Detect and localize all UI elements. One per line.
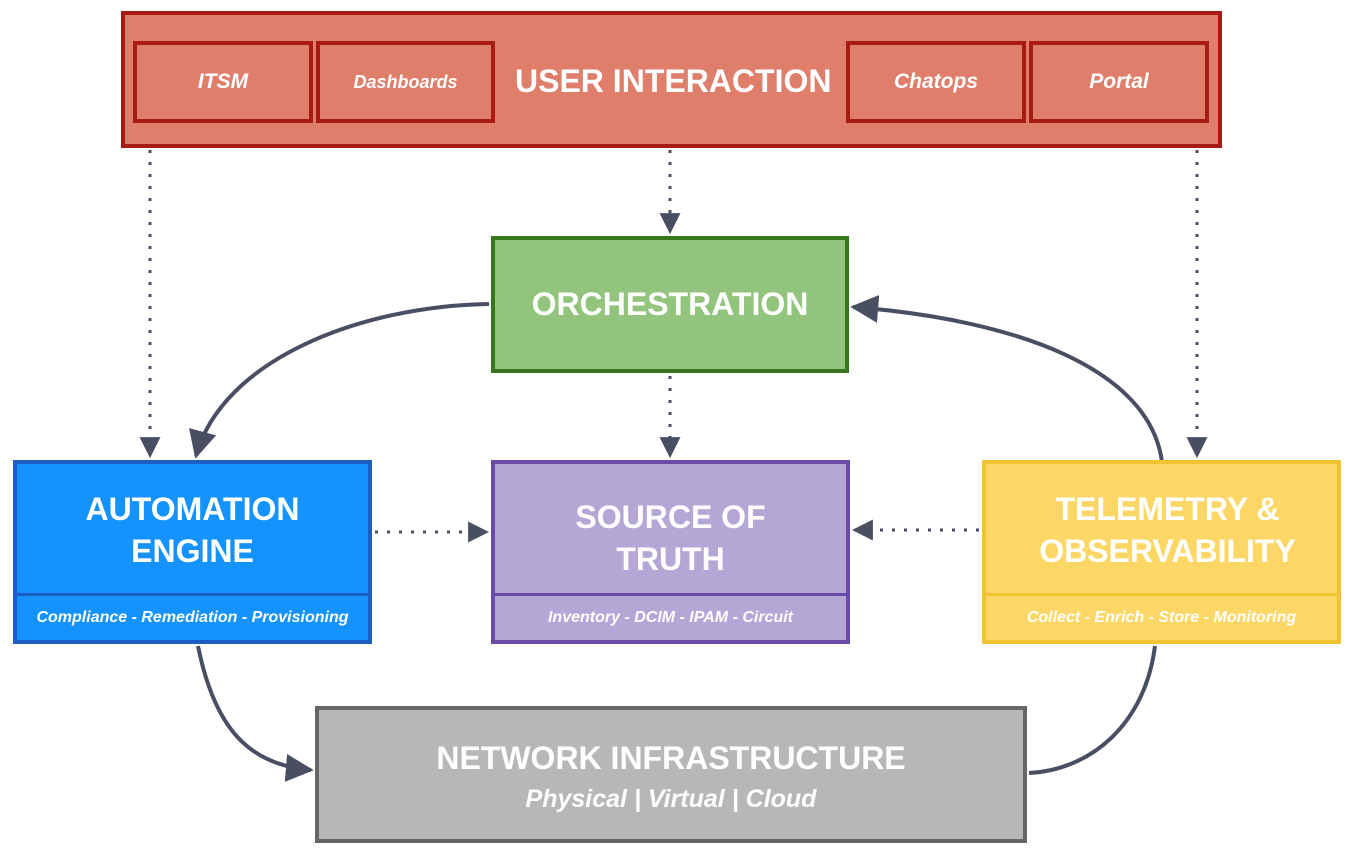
network-infrastructure-box: NETWORK INFRASTRUCTURE Physical | Virtua… bbox=[315, 706, 1027, 843]
curve-automation-to-network bbox=[196, 645, 314, 782]
channel-label: Dashboards bbox=[353, 71, 458, 92]
channel-itsm: ITSM bbox=[133, 41, 313, 123]
curve-orchestration-to-automation bbox=[189, 302, 490, 459]
network-infrastructure-title: NETWORK INFRASTRUCTURE bbox=[436, 740, 906, 776]
user-interaction-band: ITSM Dashboards USER INTERACTION Chatops… bbox=[121, 11, 1222, 148]
source-of-truth-title: SOURCE OF TRUTH bbox=[495, 472, 846, 604]
title-line-1: AUTOMATION bbox=[85, 491, 300, 527]
curve-telemetry-to-network bbox=[1028, 645, 1157, 775]
network-infrastructure-subtitle: Physical | Virtual | Cloud bbox=[525, 785, 817, 813]
title-line-2: ENGINE bbox=[131, 533, 254, 569]
telemetry-footer: Collect - Enrich - Store - Monitoring bbox=[986, 593, 1337, 640]
automation-engine-footer: Compliance - Remediation - Provisioning bbox=[17, 593, 368, 640]
source-of-truth-footer: Inventory - DCIM - IPAM - Circuit bbox=[495, 593, 846, 640]
automation-engine-box: AUTOMATION ENGINE Compliance - Remediatio… bbox=[13, 460, 372, 644]
channel-label: ITSM bbox=[197, 70, 249, 93]
curve-telemetry-to-orchestration bbox=[850, 295, 1164, 463]
title-line-2: TRUTH bbox=[616, 541, 725, 577]
channel-dashboards: Dashboards bbox=[316, 41, 495, 123]
automation-engine-title: AUTOMATION ENGINE bbox=[17, 464, 368, 596]
title-line-1: SOURCE OF bbox=[575, 499, 766, 535]
telemetry-box: TELEMETRY & OBSERVABILITY Collect - Enric… bbox=[982, 460, 1341, 644]
channel-chatops: Chatops bbox=[846, 41, 1026, 123]
source-of-truth-box: SOURCE OF TRUTH Inventory - DCIM - IPAM -… bbox=[491, 460, 850, 644]
orchestration-title: ORCHESTRATION bbox=[531, 286, 809, 322]
title-line-1: TELEMETRY & bbox=[1055, 491, 1280, 527]
channel-portal: Portal bbox=[1029, 41, 1209, 123]
channel-label: Chatops bbox=[894, 70, 978, 93]
telemetry-title: TELEMETRY & OBSERVABILITY bbox=[998, 464, 1337, 596]
channel-label: Portal bbox=[1089, 70, 1149, 93]
title-line-2: OBSERVABILITY bbox=[1039, 533, 1296, 569]
user-interaction-title: USER INTERACTION bbox=[515, 63, 832, 99]
orchestration-box: ORCHESTRATION bbox=[491, 236, 849, 373]
